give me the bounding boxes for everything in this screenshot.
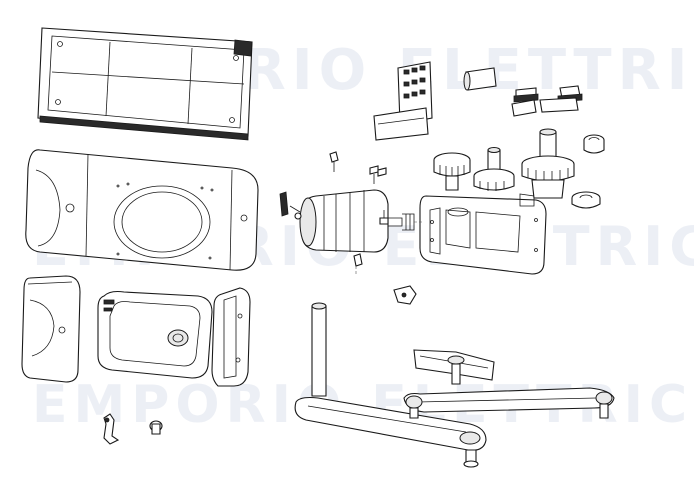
main-gear: [521, 155, 575, 199]
screw-c: [377, 167, 387, 177]
bushing: [463, 67, 497, 91]
screw-a: [329, 151, 339, 172]
lock-cylinder: [149, 420, 163, 435]
pinion-gear-b: [473, 147, 515, 191]
base-plate: [37, 27, 253, 141]
curved-arm: [403, 387, 615, 419]
bearing-washer: [571, 191, 601, 209]
inner-cover: [97, 290, 213, 379]
output-shaft: [539, 128, 557, 163]
screw-e: [353, 253, 363, 267]
washer-small: [294, 212, 302, 220]
screw-d: [379, 210, 389, 225]
drive-shaft: [311, 302, 327, 397]
bearing-ring: [583, 134, 605, 154]
gearbox-housing: [419, 193, 547, 275]
release-key: [103, 413, 120, 445]
side-cover: [211, 287, 251, 387]
small-cover: [21, 275, 81, 383]
coupling-c: [511, 97, 579, 117]
screw-b: [369, 165, 379, 184]
straight-arm: [294, 396, 487, 468]
main-cover: [25, 149, 259, 271]
gate-bracket: [413, 349, 495, 385]
pinion-gear-a: [433, 152, 471, 191]
release-bracket: [393, 285, 417, 305]
motor: [279, 189, 415, 253]
terminal-block: [373, 61, 433, 141]
